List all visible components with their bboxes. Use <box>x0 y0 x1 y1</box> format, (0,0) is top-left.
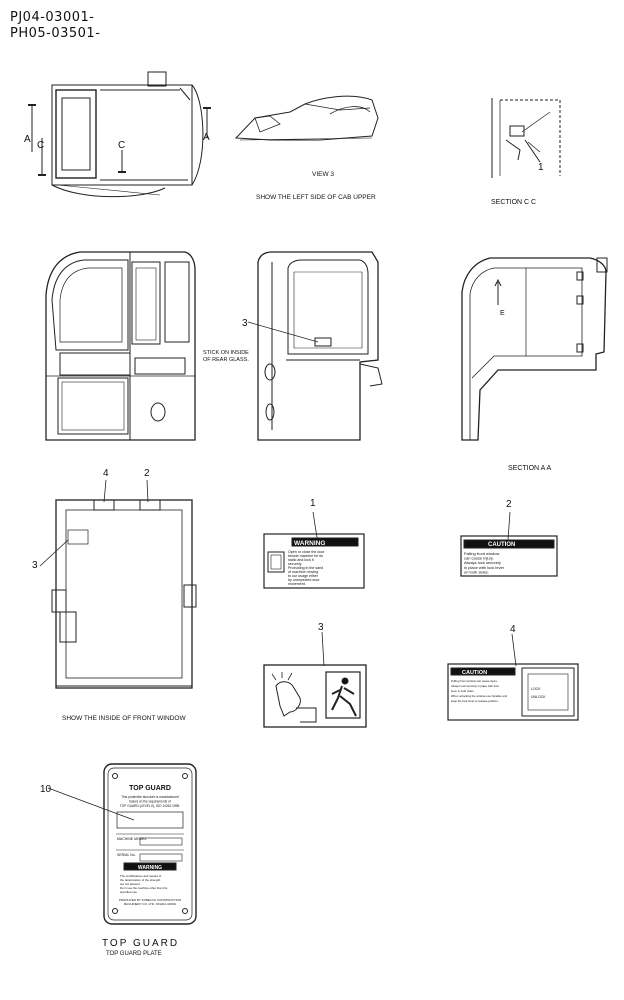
section-cc-view <box>491 98 561 178</box>
decal-2-caution <box>460 535 558 577</box>
marker-a-right: A <box>203 132 210 143</box>
serial-range-1: PJ04-03001- <box>10 10 95 25</box>
rear-glass-note-2: OF REAR GLASS. <box>203 357 249 363</box>
top-guard-plate-caption: TOP GUARD PLATE <box>106 951 162 957</box>
view-3-caption: VIEW 3 <box>312 171 335 178</box>
decal-1-text-line: by unexpected door <box>288 578 320 582</box>
decal-4-text-line: When unlocking the window use handles an… <box>451 694 507 698</box>
section-aa-view <box>461 257 608 441</box>
decal-4-caution <box>447 663 579 721</box>
marker-c-center: C <box>118 140 125 151</box>
decal-4-unlock-label: UNLOCK <box>531 695 546 699</box>
decal-4-lock-label: LOCK <box>531 687 541 691</box>
callout-4-window: 4 <box>103 468 109 479</box>
rear-glass-note-1: STICK ON INSIDE <box>203 350 249 356</box>
decal-4-text: Pulling front window can cause injury.Al… <box>451 679 507 703</box>
callout-1-section-cc: 1 <box>538 162 544 173</box>
callout-10-plate: 10 <box>40 784 52 795</box>
decal-2-text-line: Falling front window <box>464 551 499 556</box>
cab-side-view <box>45 251 196 441</box>
callout-1-decal: 1 <box>310 498 316 509</box>
front-window-caption: SHOW THE INSIDE OF FRONT WINDOW <box>62 715 186 722</box>
plate-title: TOP GUARD <box>129 785 171 792</box>
top-guard-plate <box>103 763 197 925</box>
plate-statement-line: based on the requirements of <box>129 800 171 804</box>
decal-1-warning <box>263 533 365 589</box>
decal-4-text-line: lever in both sides. <box>451 689 475 693</box>
decal-2-text-line: in place with lock lever <box>464 565 505 570</box>
cab-top-view <box>28 71 211 198</box>
decal-1-header: WARNING <box>294 540 325 547</box>
section-aa-caption: SECTION A A <box>508 465 552 472</box>
callout-3-rear: 3 <box>242 318 248 329</box>
callout-3-window: 3 <box>32 560 38 571</box>
left-side-caption: SHOW THE LEFT SIDE OF CAB UPPER <box>256 194 376 201</box>
decal-2-text-line: Always lock securely <box>464 560 501 565</box>
top-guard-caption: TOP GUARD <box>102 938 179 949</box>
decal-1-text-line: to our usage either <box>288 574 319 578</box>
decal-2-header: CAUTION <box>488 542 515 548</box>
plate-warning-line: The modifications and repairs of <box>120 874 161 878</box>
decal-2-text-line: on both sides. <box>464 569 489 574</box>
callout-4-decal: 4 <box>510 624 516 635</box>
callout-2-decal: 2 <box>506 499 512 510</box>
plate-serial-no: SERIAL No. <box>117 853 136 857</box>
decal-3-pictogram <box>263 664 367 728</box>
callout-3-decal: 3 <box>318 622 324 633</box>
cab-roof-side-view <box>234 95 379 141</box>
decal-4-header: CAUTION <box>462 670 487 676</box>
plate-warning-line: are not allowed. <box>120 882 141 886</box>
section-cc-caption: SECTION C C <box>491 199 537 206</box>
callout-2-window: 2 <box>144 468 150 479</box>
decal-1-text-line: Protruding in the sand <box>288 566 323 570</box>
plate-warning-line: specified use. <box>120 890 138 894</box>
marker-e: E <box>500 310 505 317</box>
plate-warning-header: WARNING <box>138 865 162 871</box>
plate-warning-line: Don't use the machine other than the <box>120 886 168 890</box>
plate-statement-line: TOP GUARD (LEVEL II), ISO 10262:1998. <box>120 804 180 808</box>
plate-maker-text: PRODUCED BY KOBELCO CONSTRUCTIONMACHINER… <box>119 898 181 906</box>
plate-maker-line: PRODUCED BY KOBELCO CONSTRUCTION <box>119 898 181 902</box>
decal-1-text-line: beside machine for its <box>288 554 323 558</box>
callout-leaders <box>39 141 541 821</box>
marker-a-left: A <box>24 134 31 145</box>
plate-statement-line: This protective structure is manufacture… <box>121 795 179 799</box>
decal-1-text-line: movement. <box>288 582 306 586</box>
decal-2-text-line: can cause injury. <box>464 556 494 561</box>
decal-1-text-line: of machine moving <box>288 570 318 574</box>
decal-4-text-line: Always lock securely in place with lock <box>451 684 499 688</box>
plate-warning-line: the deterioration of the strength <box>120 878 161 882</box>
marker-c-left: C <box>37 140 44 151</box>
decal-4-text-line: Pulling front window can cause injury. <box>451 679 498 683</box>
decal-1-text-line: Open or close the door <box>288 550 325 554</box>
decal-4-text-line: keep the lock lever to release position. <box>451 699 499 703</box>
decal-1-text-line: securely. <box>288 562 302 566</box>
plate-maker-line: MACHINERY CO.,LTD. OKADA JAPAN <box>124 902 177 906</box>
cab-rear-view <box>247 251 383 441</box>
plate-statement: This protective structure is manufacture… <box>120 795 180 808</box>
decal-1-text-line: static and lock it <box>288 558 314 562</box>
front-window-view <box>51 499 197 689</box>
plate-machine-model: MACHINE MODEL <box>117 837 147 841</box>
serial-range-2: PH05-03501- <box>10 26 101 41</box>
